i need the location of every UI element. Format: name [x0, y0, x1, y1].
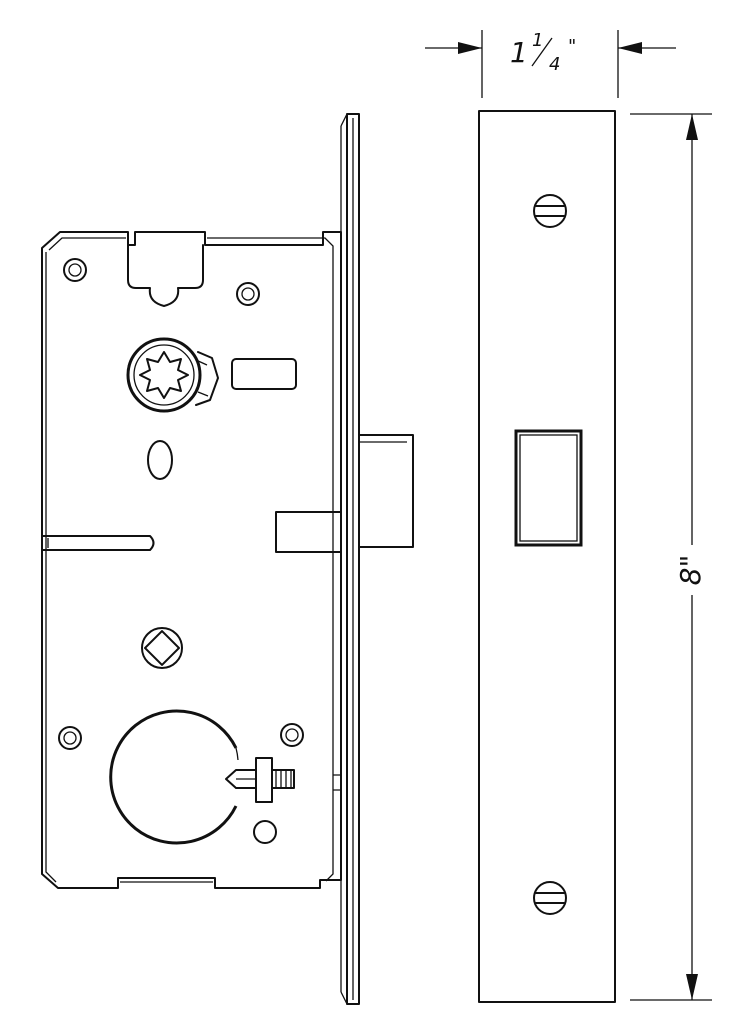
height-label: 8" — [674, 555, 707, 586]
width-numerator: 1 — [532, 30, 543, 51]
cylinder-hole — [109, 709, 239, 845]
bolt-guide — [275, 511, 342, 553]
mounting-hole-top-left — [63, 258, 87, 282]
spindle-hub — [126, 337, 219, 413]
set-screw — [225, 757, 295, 803]
width-whole: 1 — [510, 36, 528, 69]
mounting-hole-top-right — [236, 282, 260, 306]
faceplate-screw-bottom — [533, 881, 567, 915]
faceplate-edge — [340, 113, 360, 1005]
mounting-hole-bottom-right — [280, 723, 304, 747]
square-drive — [141, 627, 183, 669]
faceplate-front-view — [478, 110, 616, 1003]
height-dimension: 8" — [630, 113, 712, 1001]
mounting-hole-bottom-left — [58, 726, 82, 750]
faceplate-screw-top — [533, 194, 567, 228]
horizontal-slot — [41, 535, 155, 551]
dead-bolt — [358, 434, 414, 548]
width-unit: " — [568, 36, 576, 57]
small-hole — [253, 820, 277, 844]
cam-slot — [231, 358, 297, 390]
width-dimension: 1 1 4 " — [425, 30, 676, 98]
lock-body-side-view — [41, 113, 414, 1005]
oval-hole — [147, 440, 173, 480]
faceplate-outline — [478, 110, 616, 1003]
width-denominator: 4 — [549, 54, 560, 75]
top-lug — [127, 244, 204, 307]
bolt-opening — [514, 429, 583, 547]
lock-case-outline — [41, 231, 342, 889]
